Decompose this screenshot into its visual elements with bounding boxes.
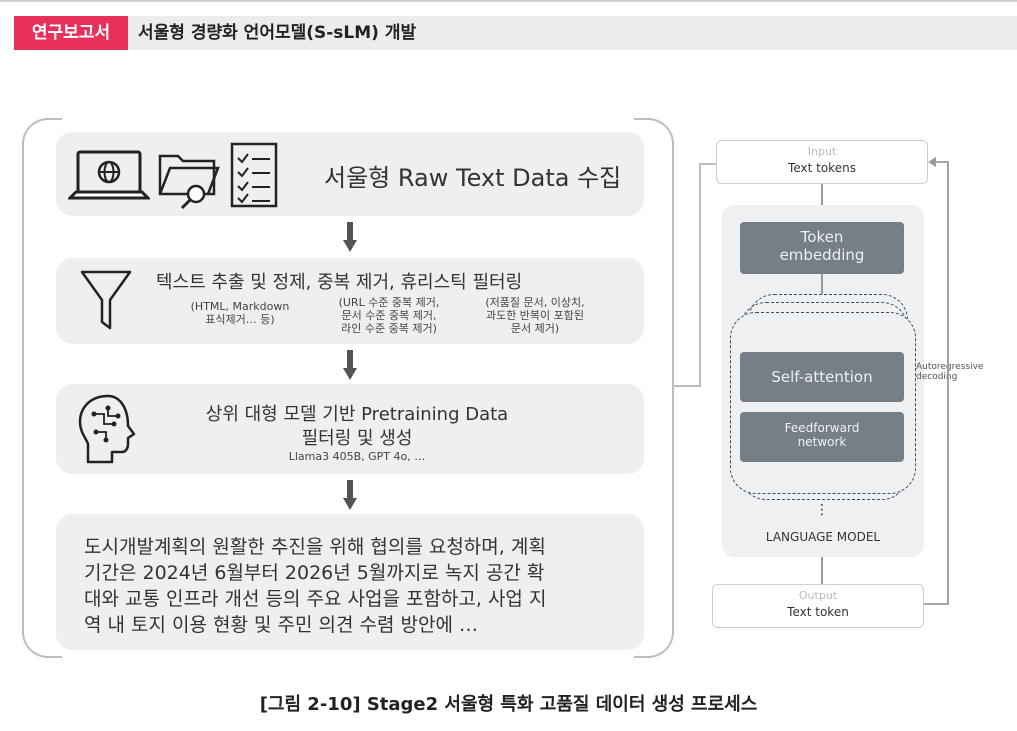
transformer-layer [730,312,916,494]
laptop-globe-icon [68,150,150,200]
left-bracket [22,118,62,658]
connector-embed-layers [821,274,823,294]
head-circuit-icon [78,394,136,464]
connector-model-output [821,557,823,584]
input-label: Input [807,145,837,158]
report-title: 서울형 경량화 언어모델(S-sLM) 개발 [138,23,417,43]
feedforward-block: Feedforward network [740,412,904,462]
down-arrow-icon [343,222,357,252]
input-text: Text tokens [788,161,856,175]
sample-line-3: 대와 교통 인프라 개선 등의 주요 사업을 포함하고, 사업 지 [84,588,547,610]
figure-caption: [그림 2-10] Stage2 서울형 특화 고품질 데이터 생성 프로세스 [259,694,758,715]
input-box: Input Text tokens [716,140,928,184]
down-arrow-icon [343,480,357,510]
output-box: Output Text token [712,584,924,628]
step1-title: 서울형 Raw Text Data 수집 [324,164,622,192]
output-text: Text token [787,605,849,619]
self-attention-block: Self-attention [740,352,904,402]
folder-search-icon [158,154,220,210]
step-collect: 서울형 Raw Text Data 수집 [56,132,644,216]
step-generated-sample: 도시개발계획의 원활한 추진을 위해 협의를 요청하며, 계획 기간은 2024… [56,514,644,650]
feedback-loop-arrow [924,157,949,605]
header-bar [14,16,1017,50]
down-arrow-icon [343,350,357,380]
top-rule [0,0,1017,2]
checklist-icon [230,142,278,208]
right-bracket [634,118,674,658]
step3-title-line2: 필터링 및 생성 [301,428,413,449]
step2-note-dedup: (URL 수준 중복 제거,문서 수준 중복 제거,라인 수준 중복 제거) [338,296,440,335]
funnel-icon [80,270,132,330]
token-embedding-block: Token embedding [740,222,904,274]
report-tag: 연구보고서 [14,16,128,50]
step-refine: 텍스트 추출 및 정제, 중복 제거, 휴리스틱 필터링 (HTML, Mark… [56,258,644,344]
step-llm-filter: 상위 대형 모델 기반 Pretraining Data 필터링 및 생성 Ll… [56,384,644,474]
sample-line-4: 역 내 토지 이용 현황 및 주민 의견 수렴 방안에 … [84,614,479,636]
language-model-label: LANGUAGE MODEL [765,530,881,544]
sample-line-1: 도시개발계획의 원활한 추진을 위해 협의를 요청하며, 계획 [84,536,546,558]
layer-ellipsis: ⋮ [815,502,829,518]
step3-models: Llama3 405B, GPT 4o, … [288,450,426,463]
output-label: Output [798,589,838,602]
step3-title-line1: 상위 대형 모델 기반 Pretraining Data [205,404,509,425]
sample-line-2: 기간은 2024년 6월부터 2026년 5월까지로 녹지 공간 확 [84,562,545,584]
step2-title: 텍스트 추출 및 정제, 중복 제거, 휴리스틱 필터링 [156,272,523,293]
connector-input-model [821,184,823,205]
